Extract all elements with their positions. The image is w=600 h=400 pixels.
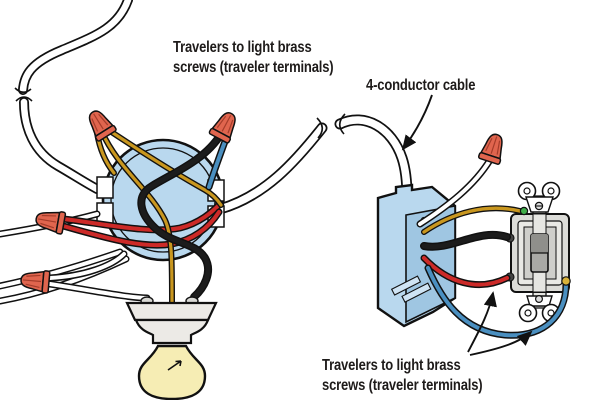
cable-clamp-left [96, 176, 114, 225]
arrow-to-red-traveler [467, 291, 497, 353]
toggle[interactable] [530, 233, 549, 273]
three-way-switch [505, 181, 570, 323]
brass-terminal-screw [561, 276, 571, 286]
switch-wires [416, 133, 571, 339]
wire-nut [20, 270, 51, 294]
traveler-wires-brass-left [94, 126, 224, 305]
traveler-wires-red-left [59, 200, 224, 249]
light-fixture [125, 296, 218, 400]
four-conductor-cable [214, 113, 413, 215]
label-travelers-bottom-line1: Travelers to light brass [322, 357, 461, 374]
switch-box-slots [390, 275, 432, 303]
wire-black-to-lamp [137, 130, 225, 301]
label-travelers-top: Travelers to light brass screws (travele… [173, 38, 334, 78]
wire-nut [208, 112, 236, 144]
arrow-to-blue-traveler [469, 330, 533, 356]
wire-nut [35, 211, 67, 235]
label-travelers-top-line2: screws (traveler terminals) [173, 59, 334, 76]
label-4-conductor-cable: 4-conductor cable [366, 76, 475, 96]
mounting-ears-top [517, 181, 561, 213]
feed-cable-top-left [14, 0, 133, 194]
annotation-arrows [401, 94, 533, 356]
label-travelers-bottom: Travelers to light brass screws (travele… [322, 356, 483, 396]
light-bulb [137, 344, 207, 400]
label-travelers-bottom-line2: screws (traveler terminals) [322, 377, 483, 394]
arrow-to-cable [401, 94, 433, 151]
wire-nut [88, 110, 117, 142]
bulb-filament-arrow [167, 360, 182, 371]
wire-nuts [20, 110, 236, 294]
label-4-conductor-cable-text: 4-conductor cable [366, 77, 476, 94]
label-travelers-top-line1: Travelers to light brass [173, 39, 312, 56]
wire-nut [477, 133, 503, 165]
green-terminal-screw [519, 206, 529, 216]
